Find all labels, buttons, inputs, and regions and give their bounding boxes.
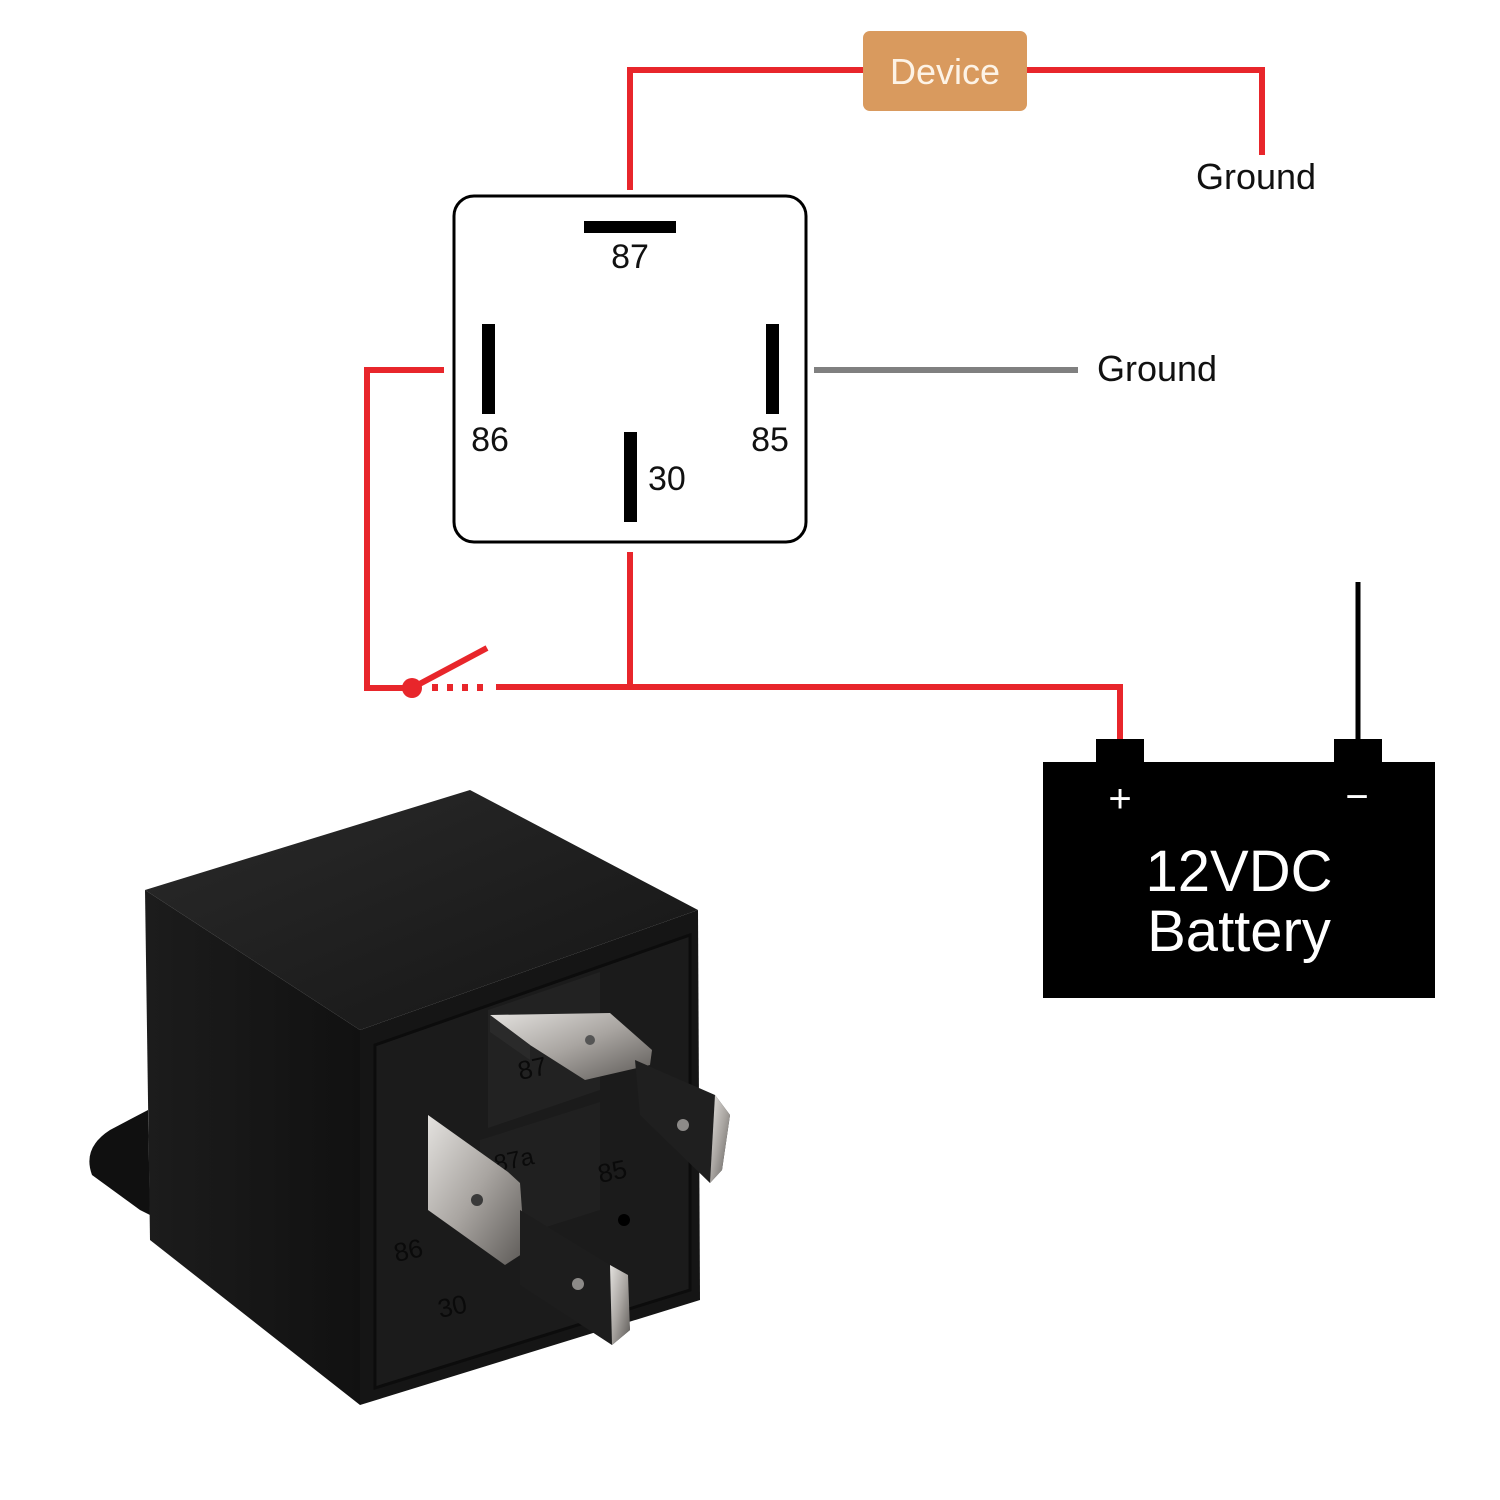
terminal-30 (520, 1210, 630, 1345)
relay-mounting-tab (89, 1110, 150, 1215)
wire-device-to-ground (1025, 67, 1265, 155)
switch-open-gap (432, 684, 483, 691)
wire-86-to-switch (364, 367, 444, 691)
marking-86: 86 (391, 1233, 426, 1268)
device-ground-label: Ground (1196, 156, 1316, 197)
battery-type-label: Battery (1147, 899, 1331, 964)
pin-30-bar (624, 432, 637, 522)
relay-photo: 87 87a 85 86 30 (89, 790, 730, 1405)
battery-body (1043, 762, 1435, 998)
terminal-85 (635, 1060, 730, 1183)
battery-positive-label: + (1108, 777, 1131, 821)
battery-positive-terminal (1096, 739, 1144, 765)
switch[interactable] (402, 645, 489, 698)
device-box: Device (863, 31, 1027, 111)
battery-negative-terminal (1334, 739, 1382, 765)
pin-85-bar (766, 324, 779, 414)
pin-86-label: 86 (471, 421, 509, 459)
coil-ground-label: Ground (1097, 348, 1217, 389)
terminal-87 (490, 1013, 652, 1080)
pin-85-label: 85 (751, 421, 789, 459)
terminal-86 (428, 1115, 525, 1265)
battery-negative-label: − (1345, 775, 1368, 819)
battery: + − 12VDC Battery (1043, 739, 1435, 998)
pin-87-bar (584, 221, 676, 233)
pin-87-label: 87 (611, 238, 649, 276)
battery-voltage-label: 12VDC (1146, 839, 1333, 904)
relay-top-face (145, 790, 698, 1030)
switch-lever (410, 645, 489, 691)
marking-87: 87 (515, 1051, 550, 1086)
device-label: Device (890, 51, 1000, 92)
pin-30-label: 30 (648, 460, 686, 498)
relay-symbol: 87 86 85 30 (452, 194, 808, 544)
marking-dot (618, 1214, 630, 1226)
wire-87-to-device (627, 67, 865, 190)
wire-30-to-battery (496, 552, 1123, 740)
marking-85: 85 (595, 1154, 630, 1189)
relay-left-face (145, 890, 360, 1405)
pin-86-bar (482, 324, 495, 414)
marking-30: 30 (435, 1289, 470, 1324)
